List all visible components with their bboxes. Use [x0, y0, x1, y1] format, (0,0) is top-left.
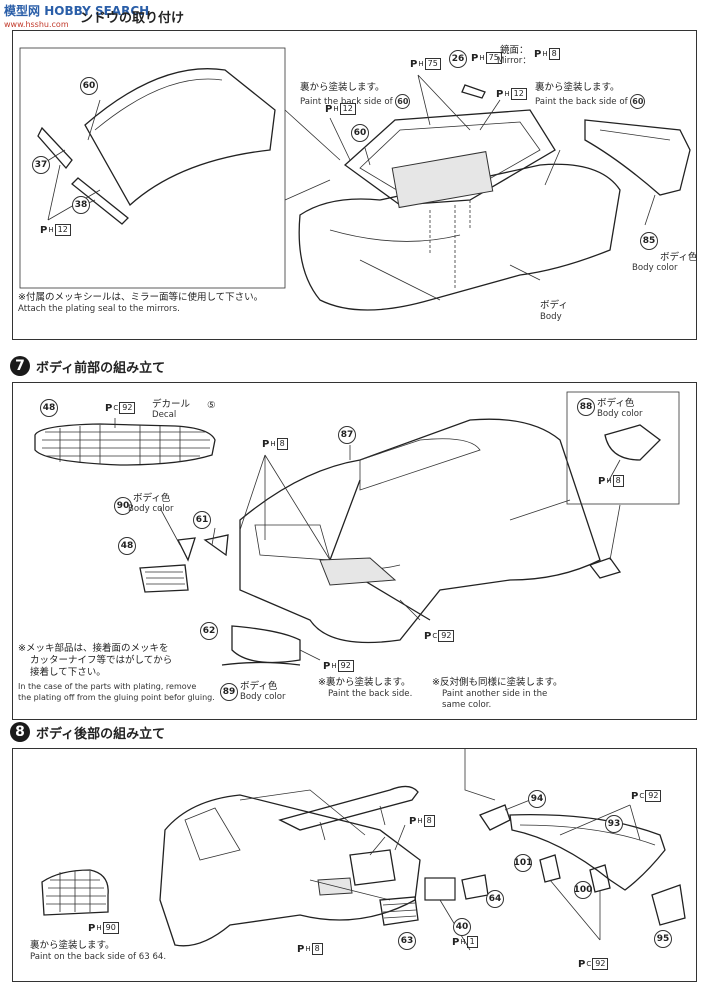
back-paint-en-left: Paint the back side of 60 [300, 94, 411, 109]
watermark-site: www.hsshu.com [4, 20, 69, 29]
section-7-header: 7 ボディ前部の組み立て [10, 356, 165, 376]
plating-seal-note-en: Attach the plating seal to the mirrors. [18, 304, 180, 314]
back-side-note-jp: ※裏から塗装します。 [318, 677, 411, 688]
body-color-90-en: Body color [128, 504, 174, 514]
body-color-89-jp: ボディ色 [240, 681, 278, 692]
part-number-100: 100 [574, 881, 592, 899]
section-7-title: ボディ前部の組み立て [36, 360, 166, 376]
plating-note-en-1: In the case of the parts with plating, r… [18, 682, 197, 691]
part-number-88: 88 [577, 398, 595, 416]
part-number-64: 64 [486, 890, 504, 908]
section-6-title: ンドウの取り付け [80, 11, 185, 26]
step-number-8: 8 [10, 722, 30, 742]
part-number-87: 87 [338, 426, 356, 444]
part-number-93: 93 [605, 815, 623, 833]
part-number-61: 61 [193, 511, 211, 529]
section-8-rear-body [12, 748, 697, 982]
part-number-85: 85 [640, 232, 658, 250]
part-number-37: 37 [32, 156, 50, 174]
body-color-jp-85: ボディ色 [660, 252, 698, 263]
part-number-48-lower: 48 [118, 537, 136, 555]
decal-label-en: Decal [152, 410, 177, 420]
part-number-48-grille: 48 [40, 399, 58, 417]
plating-note-jp-3: 接着して下さい。 [30, 667, 106, 678]
part-number-63: 63 [398, 932, 416, 950]
part-number-89: 89 [220, 683, 238, 701]
part-number-40: 40 [453, 918, 471, 936]
plating-seal-note-jp: ※付属のメッキシールは、ミラー面等に使用して下さい。 [18, 292, 264, 303]
mirror-label-en: Mirror： [497, 56, 531, 66]
other-side-note-jp: ※反対側も同様に塗装します。 [432, 677, 563, 688]
back-paint-jp-right: 裏から塗装します。 [535, 82, 620, 93]
part-number-62: 62 [200, 622, 218, 640]
back-paint-en-right: Paint the back side of 60 [535, 94, 646, 109]
decal-label-jp: デカール [152, 399, 191, 410]
part-number-38: 38 [72, 196, 90, 214]
other-side-note-en-1: Paint another side in the [442, 689, 548, 699]
other-side-note-en-2: same color. [442, 700, 492, 710]
watermark-brand: 模型网 HOBBY SEARCH [4, 4, 150, 18]
part-number-60-window: 60 [351, 124, 369, 142]
plating-note-jp-2: カッターナイフ等ではがしてから [30, 655, 173, 666]
body-color-88-jp: ボディ色 [597, 398, 635, 409]
body-label-en: Body [540, 312, 562, 322]
step-number-7: 7 [10, 356, 30, 376]
mirror-label-jp: 鏡面： [500, 45, 529, 56]
decal-number: ⑤ [207, 400, 216, 411]
back-paint-note-en: Paint on the back side of 63 64. [30, 952, 167, 962]
plating-note-en-2: the plating off from the gluing point be… [18, 693, 215, 702]
part-number-90: 90 [114, 497, 132, 515]
section-8-title: ボディ後部の組み立て [36, 726, 166, 742]
back-paint-note-jp: 裏から塗装します。 [30, 940, 115, 951]
part-number-26: 26 [449, 50, 467, 68]
back-side-note-en: Paint the back side. [328, 689, 413, 699]
back-paint-jp-left: 裏から塗装します。 [300, 82, 385, 93]
body-color-89-en: Body color [240, 692, 286, 702]
section-8-header: 8 ボディ後部の組み立て [10, 722, 165, 742]
body-color-90-jp: ボディ色 [133, 493, 171, 504]
plating-note-jp-1: ※メッキ部品は、接着面のメッキを [18, 643, 169, 654]
body-label-jp: ボディ [540, 300, 568, 311]
body-color-88-en: Body color [597, 409, 643, 419]
body-color-en-85: Body color [632, 263, 678, 273]
part-number-60-windshield: 60 [80, 77, 98, 95]
part-number-94: 94 [528, 790, 546, 808]
part-number-101: 101 [514, 854, 532, 872]
part-number-95: 95 [654, 930, 672, 948]
